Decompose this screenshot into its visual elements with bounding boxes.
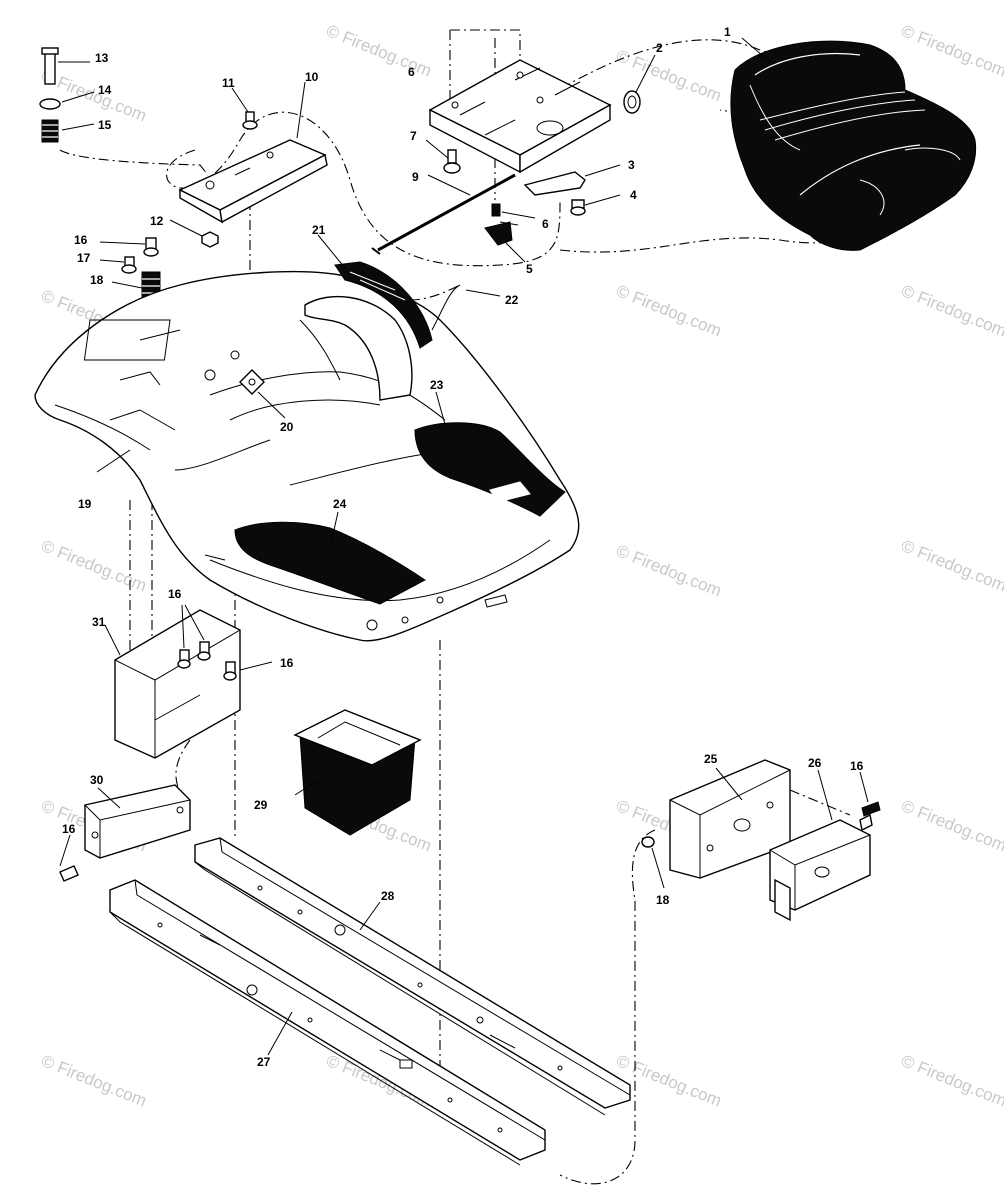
leader-lines bbox=[58, 37, 869, 1056]
battery-box bbox=[293, 709, 422, 836]
callout-27: 27 bbox=[257, 1055, 271, 1069]
bolt bbox=[570, 199, 586, 216]
floor-mat bbox=[414, 422, 566, 517]
bolt bbox=[443, 149, 461, 174]
spring-stack bbox=[39, 47, 61, 143]
callout-18: 18 bbox=[90, 273, 104, 287]
rod bbox=[371, 173, 516, 255]
bracket bbox=[523, 171, 586, 196]
callout-18: 18 bbox=[656, 893, 670, 907]
callout-16: 16 bbox=[168, 587, 182, 601]
callout-2: 2 bbox=[656, 41, 663, 55]
callout-29: 29 bbox=[254, 798, 268, 812]
callout-20: 20 bbox=[280, 420, 294, 434]
floor-mat bbox=[234, 521, 426, 605]
callout-19: 19 bbox=[78, 497, 92, 511]
knob bbox=[623, 90, 641, 114]
fender-panel bbox=[304, 261, 461, 401]
callout-10: 10 bbox=[305, 70, 319, 84]
watermark: © Firedog.com bbox=[324, 21, 435, 80]
callout-21: 21 bbox=[312, 223, 326, 237]
callout-12: 12 bbox=[150, 214, 164, 228]
callout-24: 24 bbox=[333, 497, 347, 511]
callout-16: 16 bbox=[280, 656, 294, 670]
frame-rail bbox=[109, 879, 546, 1166]
callout-4: 4 bbox=[630, 188, 637, 202]
watermark: © Firedog.com bbox=[899, 796, 1004, 855]
callout-11: 11 bbox=[222, 76, 235, 90]
bolt bbox=[242, 111, 258, 130]
mount-hardware bbox=[641, 801, 881, 848]
callout-16: 16 bbox=[62, 822, 76, 836]
callout-15: 15 bbox=[98, 118, 112, 132]
mount-bracket bbox=[769, 813, 873, 922]
callout-3: 3 bbox=[628, 158, 635, 172]
callout-31: 31 bbox=[92, 615, 106, 629]
callout-9: 9 bbox=[412, 170, 419, 184]
callout-22: 22 bbox=[505, 293, 519, 307]
callout-17: 17 bbox=[77, 251, 91, 265]
watermark: © Firedog.com bbox=[614, 1051, 725, 1110]
callout-13: 13 bbox=[95, 51, 109, 65]
watermark: © Firedog.com bbox=[614, 541, 725, 600]
callout-16: 16 bbox=[850, 759, 864, 773]
watermark: © Firedog.com bbox=[39, 1051, 150, 1110]
fender bbox=[34, 270, 580, 642]
callout-23: 23 bbox=[430, 378, 444, 392]
watermark: © Firedog.com bbox=[39, 536, 150, 595]
callout-25: 25 bbox=[704, 752, 718, 766]
callout-14: 14 bbox=[98, 83, 112, 97]
clamp bbox=[484, 203, 513, 246]
front-bracket bbox=[59, 784, 191, 882]
callout-6: 6 bbox=[408, 65, 415, 79]
callout-30: 30 bbox=[90, 773, 104, 787]
callout-7: 7 bbox=[410, 129, 417, 143]
callout-1: 1 bbox=[724, 25, 731, 39]
seat bbox=[730, 40, 977, 251]
frame-rail bbox=[194, 837, 631, 1116]
callout-5: 5 bbox=[526, 262, 533, 276]
watermark: © Firedog.com bbox=[899, 1051, 1004, 1110]
callout-labels: 1 2 3 4 5 6 6 7 9 10 11 12 13 14 15 16 1… bbox=[62, 25, 864, 1069]
callout-28: 28 bbox=[381, 889, 395, 903]
callout-6: 6 bbox=[542, 217, 549, 231]
watermark: © Firedog.com bbox=[899, 21, 1004, 80]
watermark: © Firedog.com bbox=[899, 536, 1004, 595]
callout-26: 26 bbox=[808, 756, 822, 770]
seat-bracket bbox=[178, 139, 328, 224]
seat-pan bbox=[428, 59, 612, 174]
watermark: © Firedog.com bbox=[899, 281, 1004, 340]
callout-16: 16 bbox=[74, 233, 88, 247]
watermark: © Firedog.com bbox=[614, 281, 725, 340]
nut bbox=[201, 231, 219, 248]
battery-bracket bbox=[114, 609, 241, 759]
